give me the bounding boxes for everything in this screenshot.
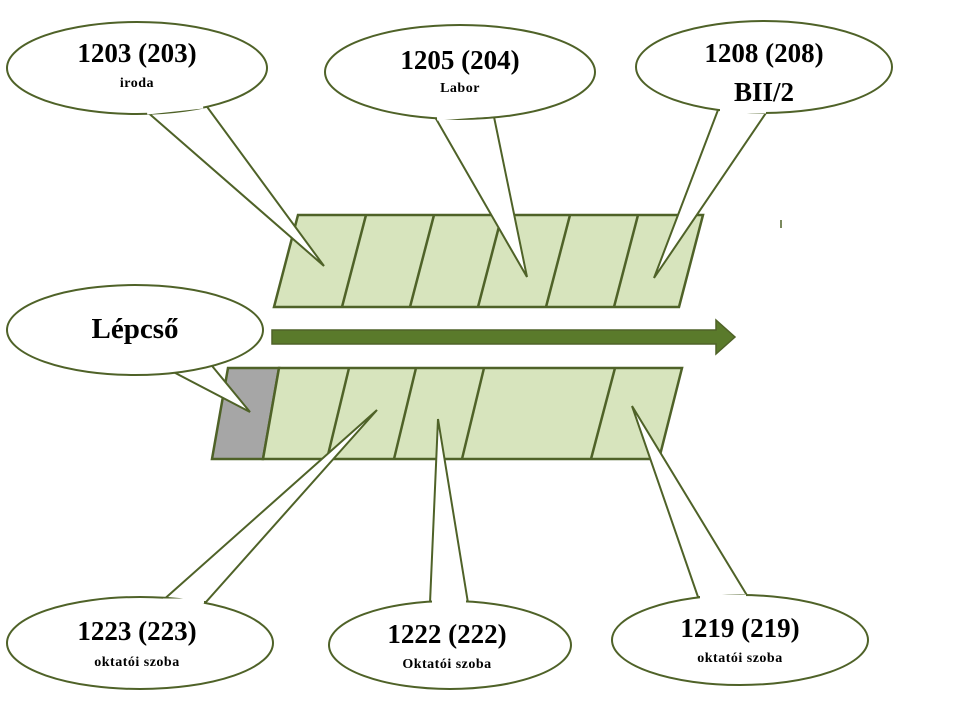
- callout-1203-seam-cover: [146, 103, 204, 115]
- upper-divider-4: [544, 214, 572, 308]
- lower-divider-1: [325, 367, 351, 460]
- callout-1208: 1208 (208) BII/2: [635, 20, 893, 279]
- callout-1205: 1205 (204) Labor: [324, 24, 596, 278]
- callout-1203-pointer: [142, 102, 325, 267]
- lower-divider-4: [589, 367, 617, 460]
- callout-stairs-seam-cover: [161, 360, 207, 370]
- callout-1208-pointer: [653, 109, 770, 279]
- callout-stairs: Lépcső: [6, 284, 264, 413]
- upper-divider-1: [340, 214, 368, 308]
- callout-1219: 1219 (219) oktatói szoba: [611, 405, 869, 686]
- callout-stairs-title: Lépcső: [92, 313, 179, 345]
- callout-1205-subtitle: Labor: [440, 81, 480, 96]
- callout-1223-subtitle: oktatói szoba: [94, 655, 179, 670]
- callout-1205-balloon: [324, 24, 596, 120]
- callout-1203-title: 1203 (203): [77, 38, 196, 68]
- lower-divider-3: [460, 367, 486, 460]
- callout-1219-title: 1219 (219): [680, 613, 799, 643]
- callout-1203-balloon: [6, 21, 268, 115]
- lower-divider-2: [392, 367, 418, 460]
- upper-room-block: [272, 213, 705, 309]
- callout-1205-seam-cover: [436, 111, 492, 121]
- corridor-arrow: [271, 318, 737, 356]
- callout-1219-subtitle: oktatói szoba: [697, 651, 782, 666]
- callout-1222: 1222 (222) Oktatói szoba: [328, 418, 572, 690]
- callout-1222-title: 1222 (222): [387, 619, 506, 649]
- callout-1208-subtitle: BII/2: [734, 77, 794, 107]
- upper-divider-2: [408, 214, 436, 308]
- callout-stairs-balloon: [6, 284, 264, 376]
- callout-1219-pointer: [631, 405, 750, 598]
- callout-1223-balloon: [6, 596, 274, 690]
- callout-1203: 1203 (203) iroda: [6, 21, 325, 267]
- callout-1203-subtitle: iroda: [120, 76, 154, 91]
- callout-1223: 1223 (223) oktatói szoba: [6, 409, 378, 690]
- callout-1223-title: 1223 (223): [77, 616, 196, 646]
- upper-divider-3: [476, 214, 504, 308]
- upper-block-outline: [272, 213, 705, 309]
- upper-divider-5: [612, 214, 640, 308]
- callout-1222-subtitle: Oktatói szoba: [402, 657, 491, 672]
- callout-1208-title: 1208 (208): [704, 38, 823, 68]
- callout-1205-title: 1205 (204): [400, 45, 519, 75]
- lower-room-block: [210, 366, 684, 461]
